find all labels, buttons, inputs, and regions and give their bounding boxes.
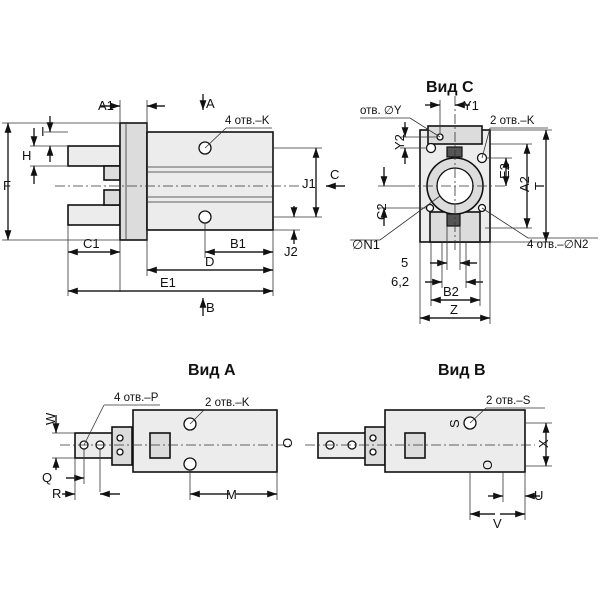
finger-mount-upper — [103, 165, 121, 181]
dim-q: Q — [42, 470, 52, 485]
dim-h: H — [22, 148, 31, 163]
dim-c1: C1 — [83, 236, 100, 251]
dim-t: T — [532, 182, 547, 190]
note-4-holes-n2: 4 отв.–∅N2 — [527, 239, 588, 251]
dim-d: D — [205, 254, 214, 269]
vb-jaw — [364, 426, 386, 466]
dim-z: Z — [450, 302, 458, 317]
note-4-holes-p: 4 отв.–P — [114, 392, 159, 404]
note-4-holes-k: 4 отв.–K — [225, 115, 270, 127]
dim-6-2: 6,2 — [391, 274, 409, 289]
dim-y1: Y1 — [463, 98, 479, 113]
dim-v: V — [493, 516, 502, 531]
dim-e2: E2 — [497, 163, 512, 179]
view-arrow-a: A — [206, 96, 215, 111]
dim-5: 5 — [401, 255, 408, 270]
view-c: Вид C Y1 отв. ∅Y Y2 2 отв.–K — [350, 79, 598, 324]
dim-s: S — [447, 419, 462, 428]
dim-a2: A2 — [517, 176, 532, 192]
dim-b2: B2 — [443, 284, 459, 299]
note-2-holes-k: 2 отв.–K — [490, 115, 535, 127]
dim-r: R — [52, 486, 61, 501]
dim-u: U — [534, 488, 543, 503]
flange — [119, 122, 148, 241]
hole-n2-left — [425, 203, 435, 213]
view-a-title: Вид A — [188, 362, 236, 379]
dim-j2: J2 — [284, 244, 298, 259]
view-arrow-b: B — [206, 300, 215, 315]
dim-e1: E1 — [160, 275, 176, 290]
dim-i: I — [41, 124, 45, 139]
va-jaw — [111, 426, 133, 466]
dim-b1: B1 — [230, 236, 246, 251]
vb-piston — [404, 432, 426, 459]
main-view: A1 A 4 отв.–K F H I C1 — [2, 94, 345, 316]
dim-o-b: O — [480, 460, 495, 470]
center-key-top — [446, 146, 463, 158]
lower-finger — [67, 204, 121, 226]
dim-x: X — [536, 439, 551, 448]
view-a: Вид A 4 отв.–P 2 отв.–K W Q — [42, 362, 295, 502]
dim-f: F — [3, 178, 11, 193]
view-b-title: Вид B — [438, 362, 486, 379]
vb-body — [384, 409, 526, 473]
view-c-title: Вид C — [426, 79, 474, 96]
dim-o-a: O — [280, 438, 295, 448]
view-b: Вид B 2 отв.–S S X O U — [305, 362, 552, 531]
note-hole-y: отв. ∅Y — [360, 105, 402, 117]
va-piston — [149, 432, 171, 459]
view-arrow-c: C — [330, 167, 339, 182]
dim-y2: Y2 — [392, 134, 407, 150]
upper-finger — [67, 145, 121, 167]
note-2-holes-s: 2 отв.–S — [486, 395, 531, 407]
dim-a1: A1 — [98, 98, 114, 113]
body-hole-lower — [198, 210, 212, 224]
dim-n1: ∅N1 — [352, 237, 380, 252]
finger-mount-lower — [103, 189, 121, 206]
va-hole-k-lower — [183, 457, 197, 471]
center-key-bottom — [446, 213, 461, 227]
hole-k-left — [425, 142, 437, 154]
note-2-holes-k-a: 2 отв.–K — [205, 397, 250, 409]
dim-w: W — [43, 412, 58, 425]
dim-m: M — [226, 487, 237, 502]
dim-c2: C2 — [374, 203, 389, 220]
dim-j1: J1 — [302, 176, 316, 191]
